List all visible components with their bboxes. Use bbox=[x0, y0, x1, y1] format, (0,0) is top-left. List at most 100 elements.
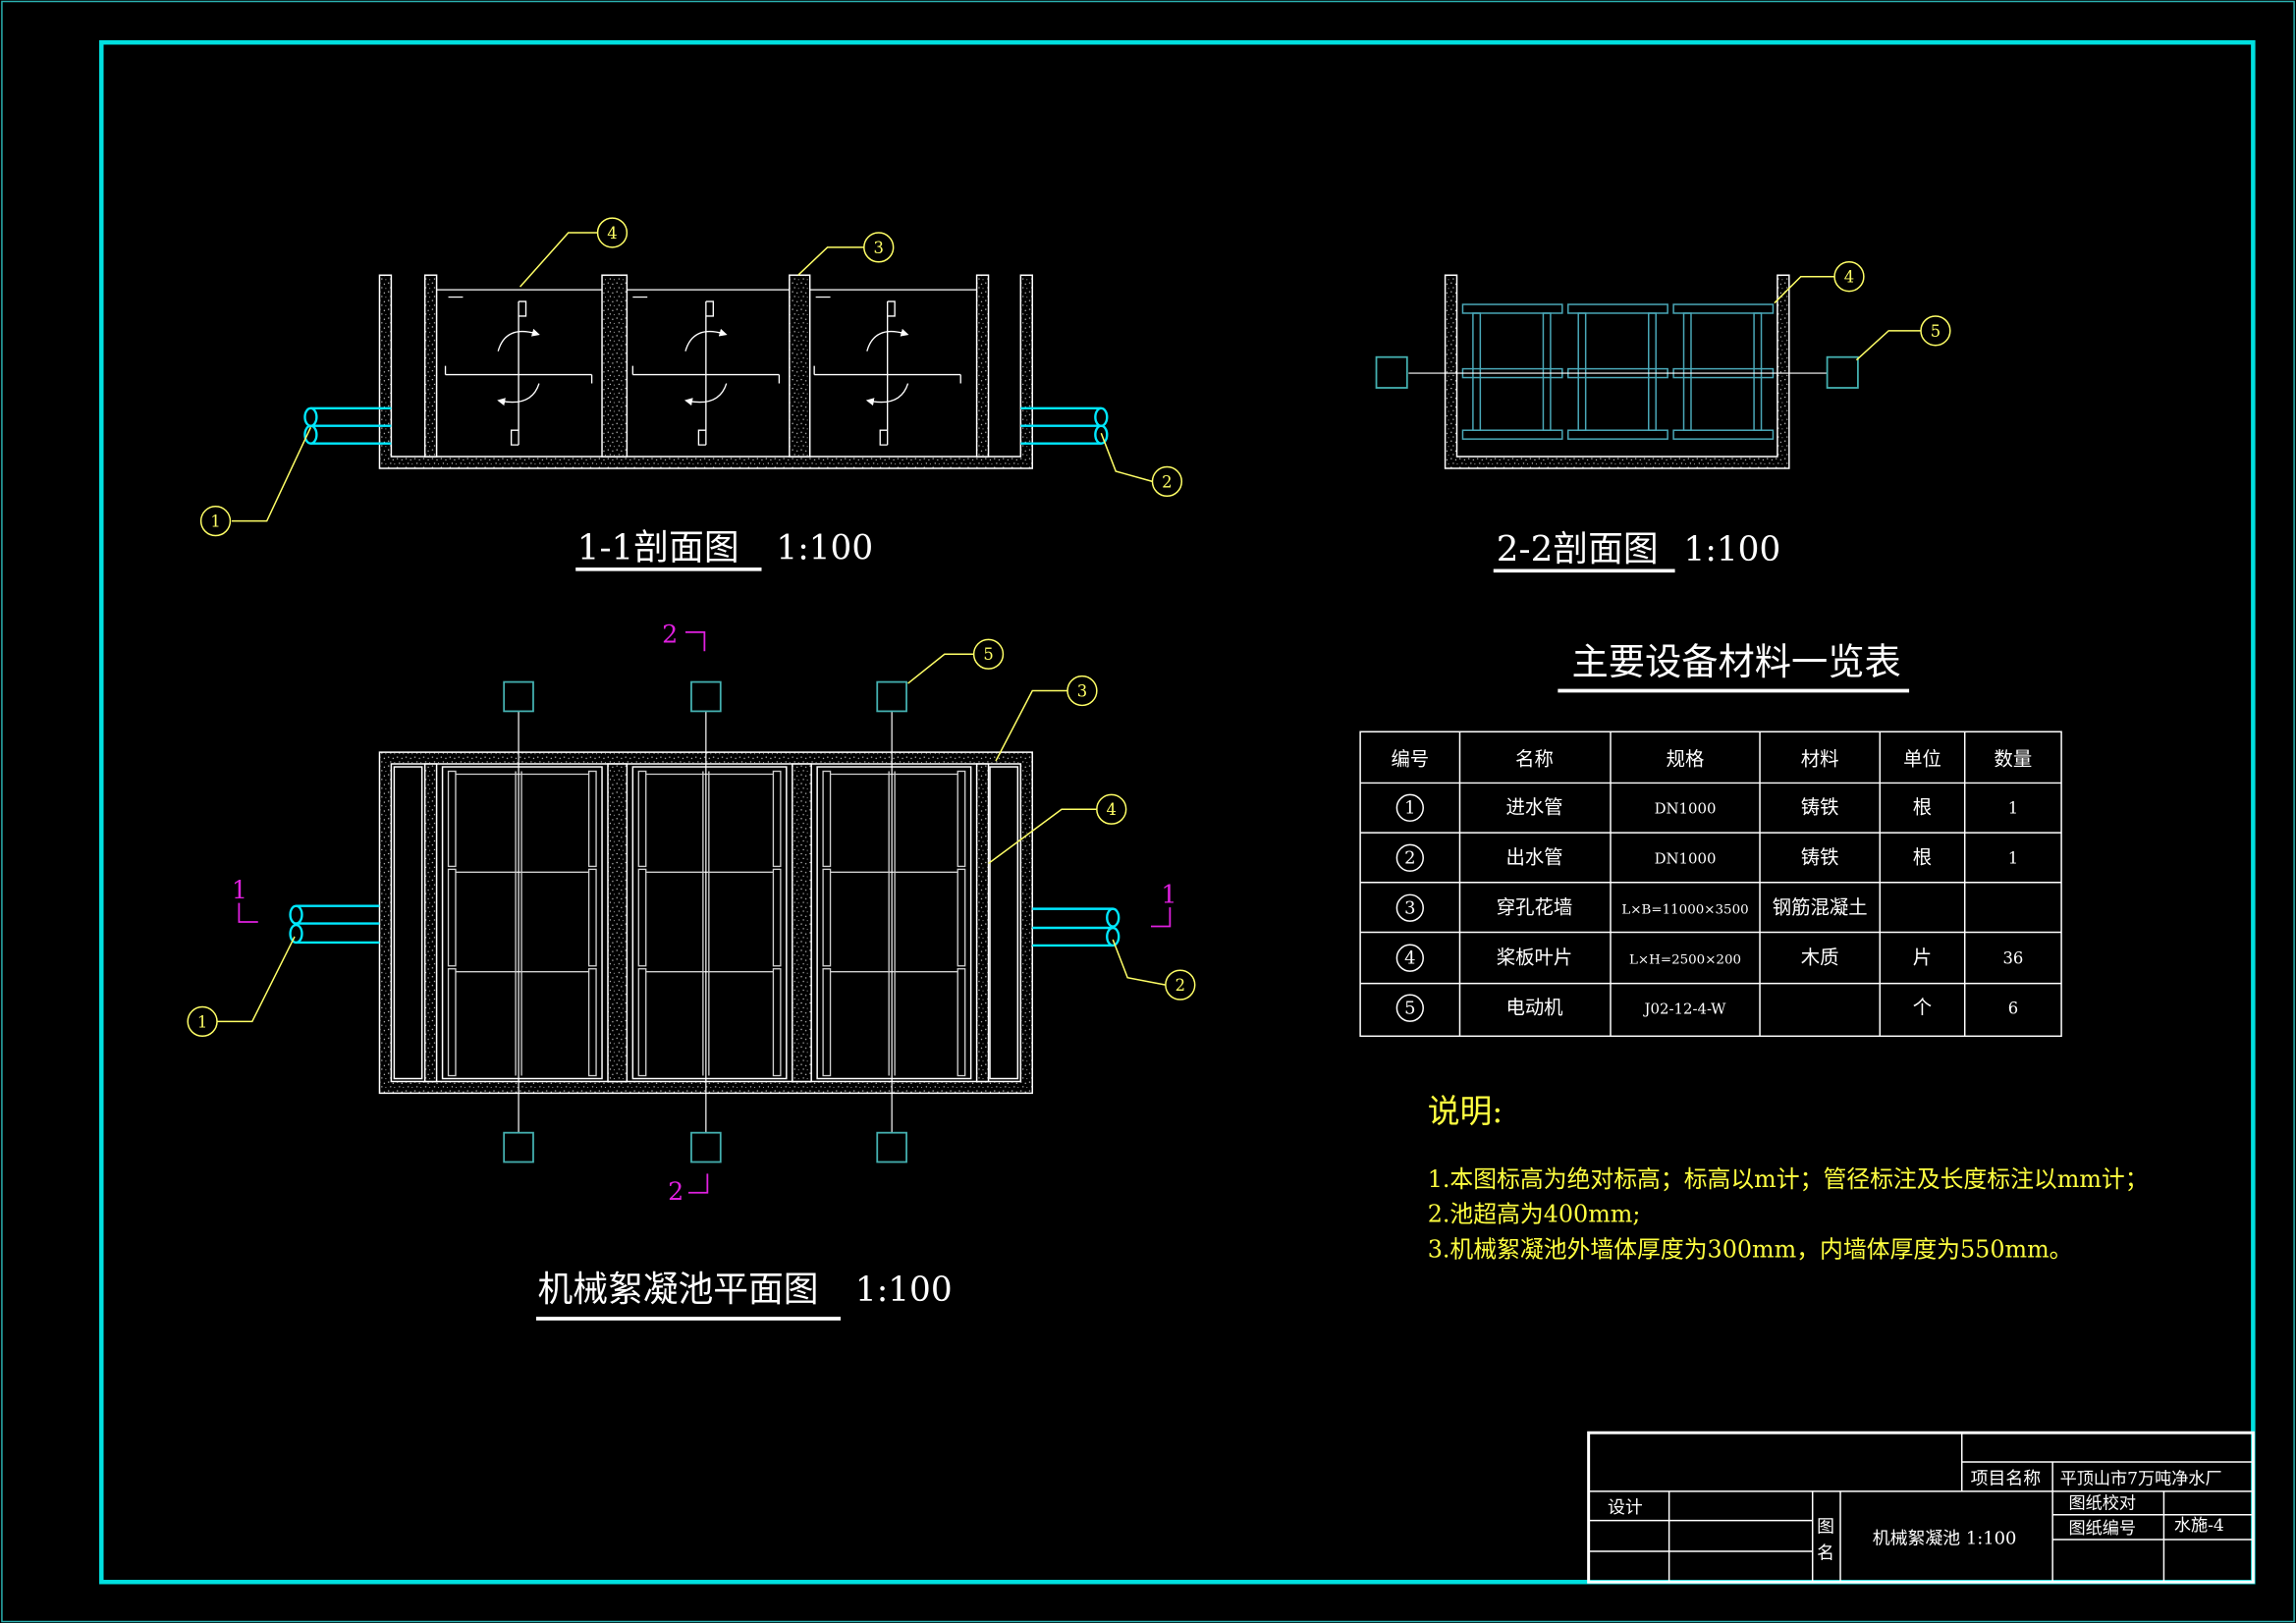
motor-top bbox=[690, 680, 722, 713]
table-header-cell: 规格 bbox=[1667, 748, 1705, 771]
paddle-blade bbox=[637, 868, 647, 967]
paddle-arm bbox=[1577, 312, 1587, 431]
paddle-blade bbox=[957, 968, 966, 1077]
motor-top bbox=[876, 680, 907, 713]
motor-bottom bbox=[876, 1131, 907, 1163]
paddle-blade bbox=[587, 868, 597, 967]
motor-top bbox=[503, 680, 534, 713]
rotation-arrow bbox=[684, 328, 728, 352]
marker-3-label: 3 bbox=[1077, 681, 1087, 700]
marker-3-label: 3 bbox=[874, 239, 884, 257]
outlet-pipe-section bbox=[1020, 406, 1109, 445]
paddle-blade bbox=[1672, 303, 1775, 314]
rotation-arrow bbox=[497, 383, 540, 406]
plan-inner-wall-3 bbox=[792, 763, 812, 1083]
table-cell-material: 铸铁 bbox=[1801, 796, 1839, 819]
paddle-blade bbox=[587, 770, 597, 868]
paddle-blade bbox=[510, 429, 519, 446]
paddle-blade bbox=[637, 968, 647, 1077]
section-2-2-concrete bbox=[1444, 274, 1790, 469]
table-cell-unit: 片 bbox=[1913, 947, 1932, 969]
table-cell-spec: L×H=2500×200 bbox=[1629, 953, 1741, 968]
rotation-arrow bbox=[866, 328, 909, 352]
paddle-arm bbox=[1472, 312, 1482, 431]
section-1-1-scale: 1:100 bbox=[776, 528, 873, 568]
table-header-cell: 编号 bbox=[1391, 748, 1429, 771]
table-cell-no: 5 bbox=[1404, 999, 1415, 1019]
table-cell-no: 2 bbox=[1404, 848, 1415, 869]
table-cell-name: 进水管 bbox=[1505, 796, 1562, 819]
marker-4-label: 4 bbox=[607, 224, 617, 243]
marker-2-label: 2 bbox=[1162, 472, 1172, 491]
drawing-name: 机械絮凝池 1:100 bbox=[1873, 1529, 2017, 1549]
paddle-blade bbox=[705, 300, 714, 317]
number-label: 图纸编号 bbox=[2069, 1519, 2137, 1539]
cut-2-top-label: 2 bbox=[662, 619, 678, 648]
plan-outlet-pipe bbox=[1032, 907, 1121, 947]
table-cell-name: 电动机 bbox=[1505, 997, 1562, 1019]
table-cell-spec: DN1000 bbox=[1655, 800, 1717, 818]
table-cell-name: 穿孔花墙 bbox=[1497, 896, 1572, 919]
paddle-grid-section bbox=[1461, 303, 1775, 440]
table-cell-unit: 个 bbox=[1913, 997, 1932, 1019]
row-number-circle bbox=[1395, 994, 1424, 1022]
section-2-2-title: 2-2剖面图 bbox=[1497, 529, 1659, 569]
wall-4 bbox=[975, 274, 990, 458]
plan-title: 机械絮凝池平面图 bbox=[537, 1270, 818, 1310]
paddle-blade bbox=[822, 968, 832, 1077]
table-cell-no: 3 bbox=[1404, 898, 1415, 919]
paddle-arm bbox=[1542, 312, 1552, 431]
marker-1: 1 bbox=[199, 505, 232, 537]
wall-2 bbox=[601, 274, 629, 458]
paddle-blade bbox=[447, 868, 457, 967]
paddle-blade bbox=[822, 770, 832, 868]
note-line-3: 3.机械絮凝池外墙体厚度为300mm，内墙体厚度为550mm。 bbox=[1428, 1235, 2073, 1263]
section-1-1-concrete bbox=[378, 274, 1033, 469]
project-name: 平顶山市7万吨净水厂 bbox=[2060, 1469, 2222, 1488]
row-number-circle bbox=[1395, 893, 1424, 922]
table-header-cell: 数量 bbox=[1995, 748, 2033, 771]
title-block: 项目名称 平顶山市7万吨净水厂 设计 图 名 机械絮凝池 1:100 图纸校对 … bbox=[1587, 1431, 2255, 1584]
paddle-blade bbox=[879, 429, 888, 446]
section-2-2-scale: 1:100 bbox=[1684, 530, 1781, 569]
inlet-channel bbox=[393, 766, 423, 1080]
cut-1-left-label: 1 bbox=[232, 875, 247, 904]
marker-2: 2 bbox=[1151, 465, 1183, 498]
water-surface bbox=[436, 289, 977, 298]
paddle-blade bbox=[447, 968, 457, 1077]
equipment-table-title: 主要设备材料一览表 bbox=[1572, 640, 1901, 683]
paddle-blade bbox=[637, 770, 647, 868]
drawing-name-label-2: 名 bbox=[1817, 1542, 1834, 1563]
paddle-blade bbox=[887, 300, 896, 317]
paddle-arm bbox=[1648, 312, 1657, 431]
drawing-name-label-1: 图 bbox=[1817, 1517, 1834, 1538]
drawing-frame bbox=[99, 39, 2256, 1585]
paddle-blade bbox=[957, 868, 966, 967]
motor-right bbox=[1826, 355, 1859, 389]
marker-3: 3 bbox=[1066, 675, 1098, 707]
table-cell-unit: 根 bbox=[1913, 796, 1932, 819]
table-cell-no: 4 bbox=[1404, 948, 1415, 969]
marker-3: 3 bbox=[863, 232, 895, 263]
section-1-1-view: 1 2 3 4 1-1剖面图 1:100 bbox=[199, 217, 1183, 571]
table-cell-name: 出水管 bbox=[1505, 846, 1562, 869]
rotation-arrow bbox=[497, 328, 540, 352]
section-2-2-view: 4 5 2-2剖面图 1:100 bbox=[1375, 261, 1951, 573]
paddle-blade bbox=[447, 770, 457, 868]
chamber-outline bbox=[441, 766, 603, 1080]
marker-1-label: 1 bbox=[210, 513, 220, 531]
paddle-blade bbox=[1461, 303, 1563, 314]
paddle-blade bbox=[587, 968, 597, 1077]
paddle-blade bbox=[519, 300, 527, 317]
rotation-arrow bbox=[684, 383, 728, 406]
plan-view: 1 1 2 2 1 2 3 4 5 机械絮凝池平面图 1:100 bbox=[187, 619, 1196, 1321]
drawing-number: 水施-4 bbox=[2174, 1516, 2224, 1536]
paddle-arm bbox=[1682, 312, 1692, 431]
table-cell-qty: 1 bbox=[2008, 849, 2018, 868]
paddle-blade bbox=[772, 868, 782, 967]
paddle-blade bbox=[631, 365, 781, 384]
rotation-arrow bbox=[865, 383, 909, 406]
plan-inner-wall-4 bbox=[975, 763, 990, 1083]
paddle-blade bbox=[822, 868, 832, 967]
